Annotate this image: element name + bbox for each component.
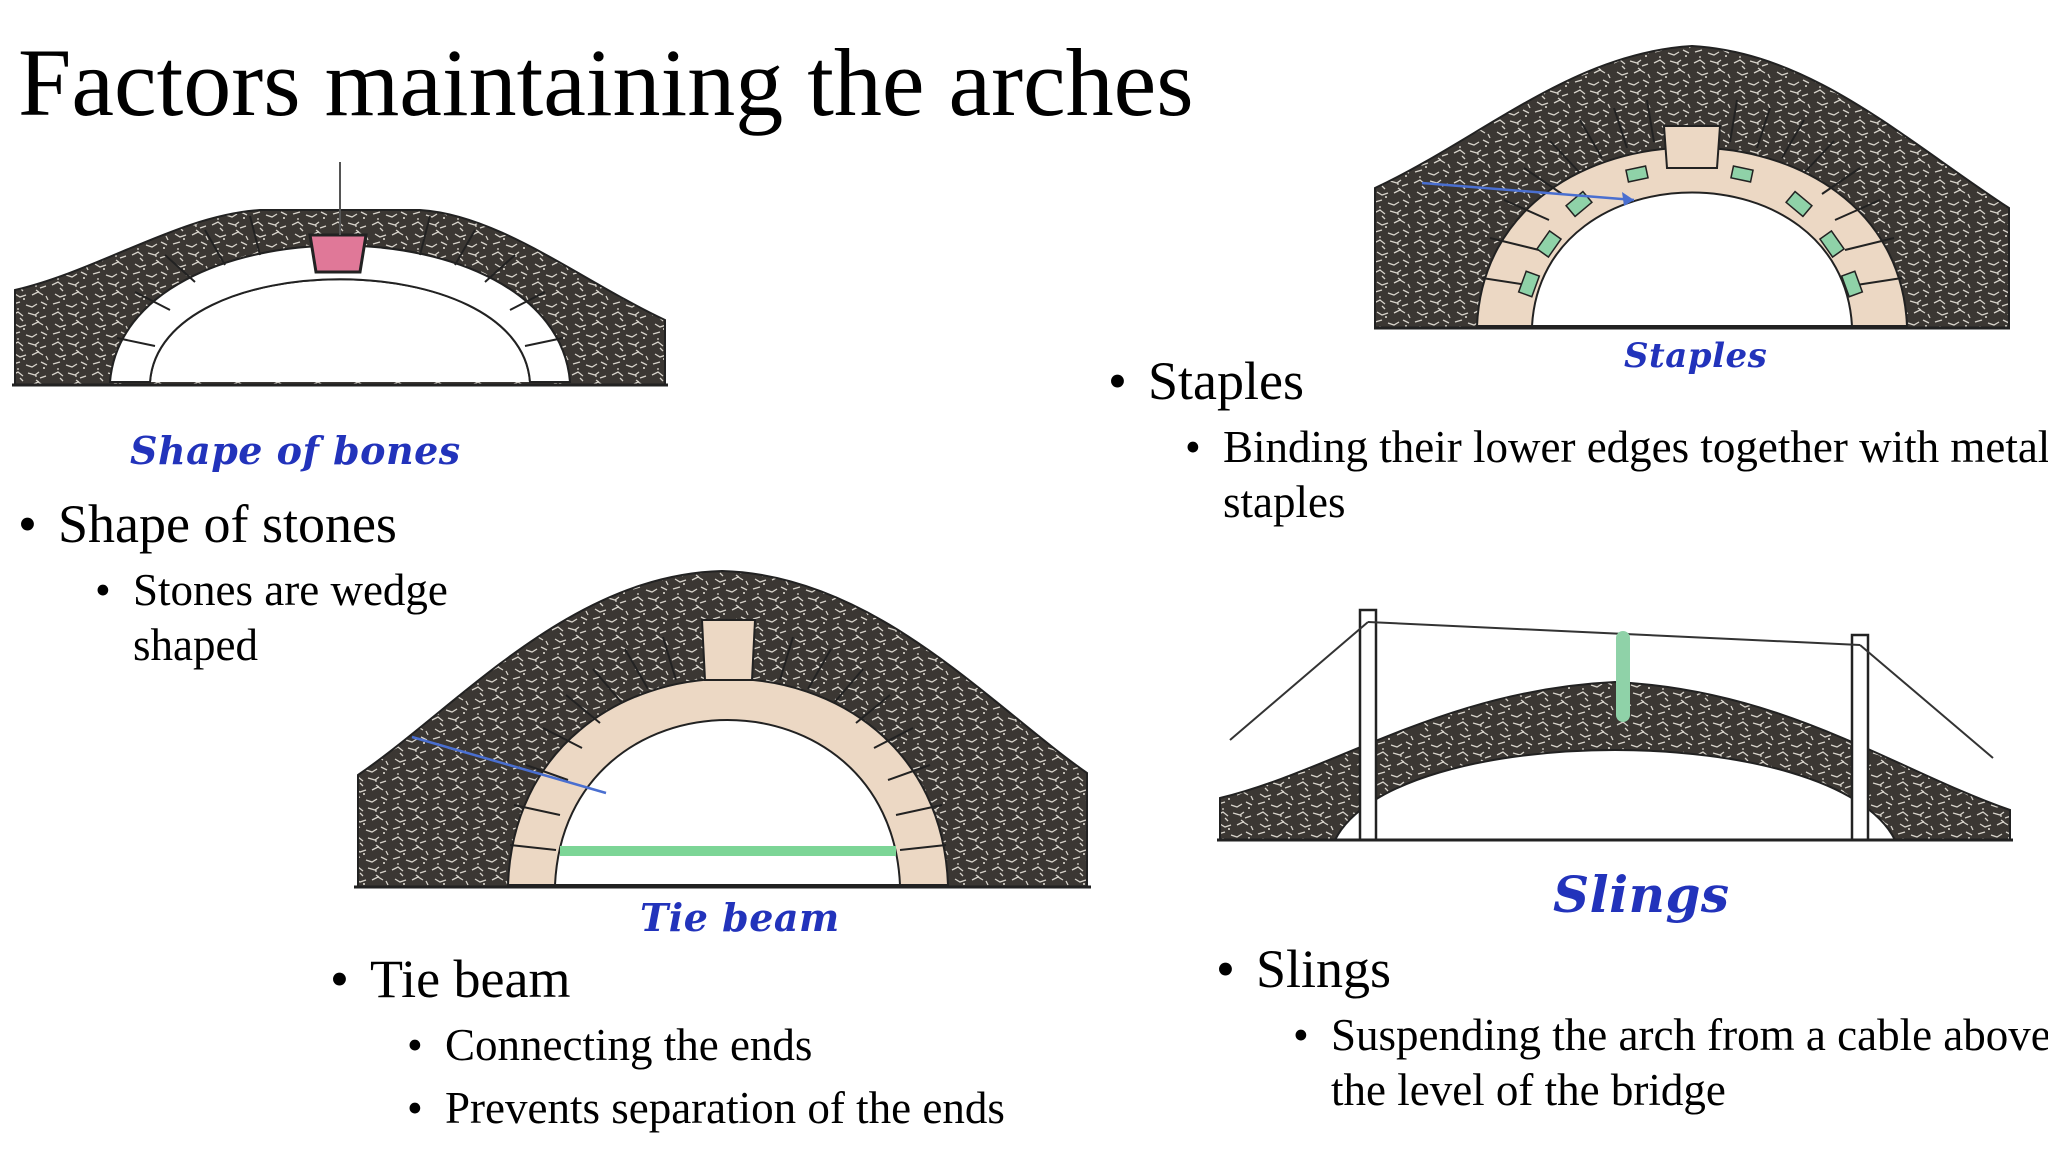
shape-arch-illustration: [12, 162, 668, 387]
slide-title: Factors maintaining the arches: [18, 29, 1194, 136]
slings-bullets: Slings Suspending the arch from a cable …: [1216, 937, 2048, 1118]
shape-caption: Shape of bones: [130, 428, 461, 473]
shape-figure: Shape of bones: [10, 160, 670, 473]
tie-bullets: Tie beam Connecting the ends Prevents se…: [330, 947, 1170, 1136]
staples-bullets: Staples Binding their lower edges togeth…: [1108, 349, 2048, 530]
staples-heading: Staples: [1108, 349, 2048, 414]
slings-figure: Slings: [1215, 600, 2015, 930]
slings-arch-illustration: [1217, 608, 2013, 842]
staples-figure: Staples: [1372, 28, 2012, 388]
tie-figure: Tie beam: [350, 565, 1095, 945]
tie-arch-illustration: [354, 569, 1091, 889]
shape-point-1: Stones are wedge shaped: [95, 563, 533, 673]
staples-arch-illustration: [1374, 44, 2010, 330]
staples-point-1: Binding their lower edges together with …: [1185, 420, 2048, 530]
tie-point-1: Connecting the ends: [407, 1018, 1165, 1073]
tie-heading: Tie beam: [330, 947, 1170, 1012]
shape-heading: Shape of stones: [18, 492, 538, 557]
slings-caption: Slings: [1553, 865, 1730, 924]
tie-caption: Tie beam: [640, 895, 840, 940]
slings-point-1: Suspending the arch from a cable above t…: [1293, 1008, 2048, 1118]
slings-heading: Slings: [1216, 937, 2048, 1002]
shape-bullets: Shape of stones Stones are wedge shaped: [18, 492, 538, 673]
tie-point-2: Prevents separation of the ends: [407, 1081, 1165, 1136]
